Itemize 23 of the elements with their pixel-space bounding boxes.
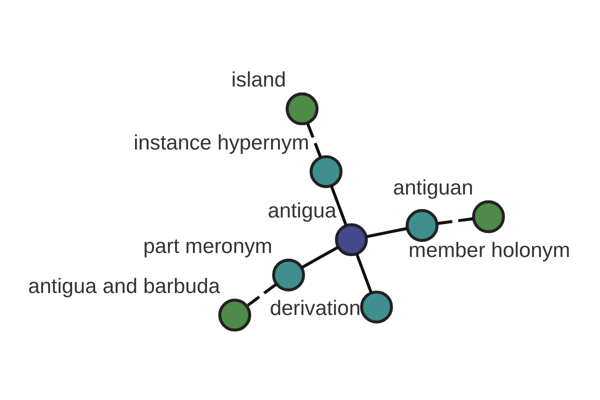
node-label: antigua and barbuda <box>28 274 220 298</box>
node-label: member holonym <box>408 239 570 262</box>
node-circle <box>218 298 252 332</box>
connector <box>301 246 339 269</box>
node-label: antiguan <box>393 176 474 200</box>
node-circle <box>406 209 439 242</box>
node-circle <box>334 223 368 256</box>
node-circle <box>286 92 319 126</box>
node-label: part meronym <box>143 234 272 258</box>
connector <box>355 253 373 294</box>
node-circle <box>472 200 505 234</box>
node-label: instance hypernym <box>134 132 310 155</box>
connector <box>330 186 348 226</box>
node-circle <box>272 258 305 292</box>
connector <box>306 122 322 158</box>
node-label: island <box>231 68 286 92</box>
node-circle <box>360 290 393 324</box>
connector <box>437 217 474 225</box>
connector <box>366 227 408 238</box>
node-label: derivation <box>270 296 361 320</box>
node-circle <box>310 155 342 188</box>
connector <box>247 283 277 306</box>
node-label: antigua <box>268 200 336 223</box>
